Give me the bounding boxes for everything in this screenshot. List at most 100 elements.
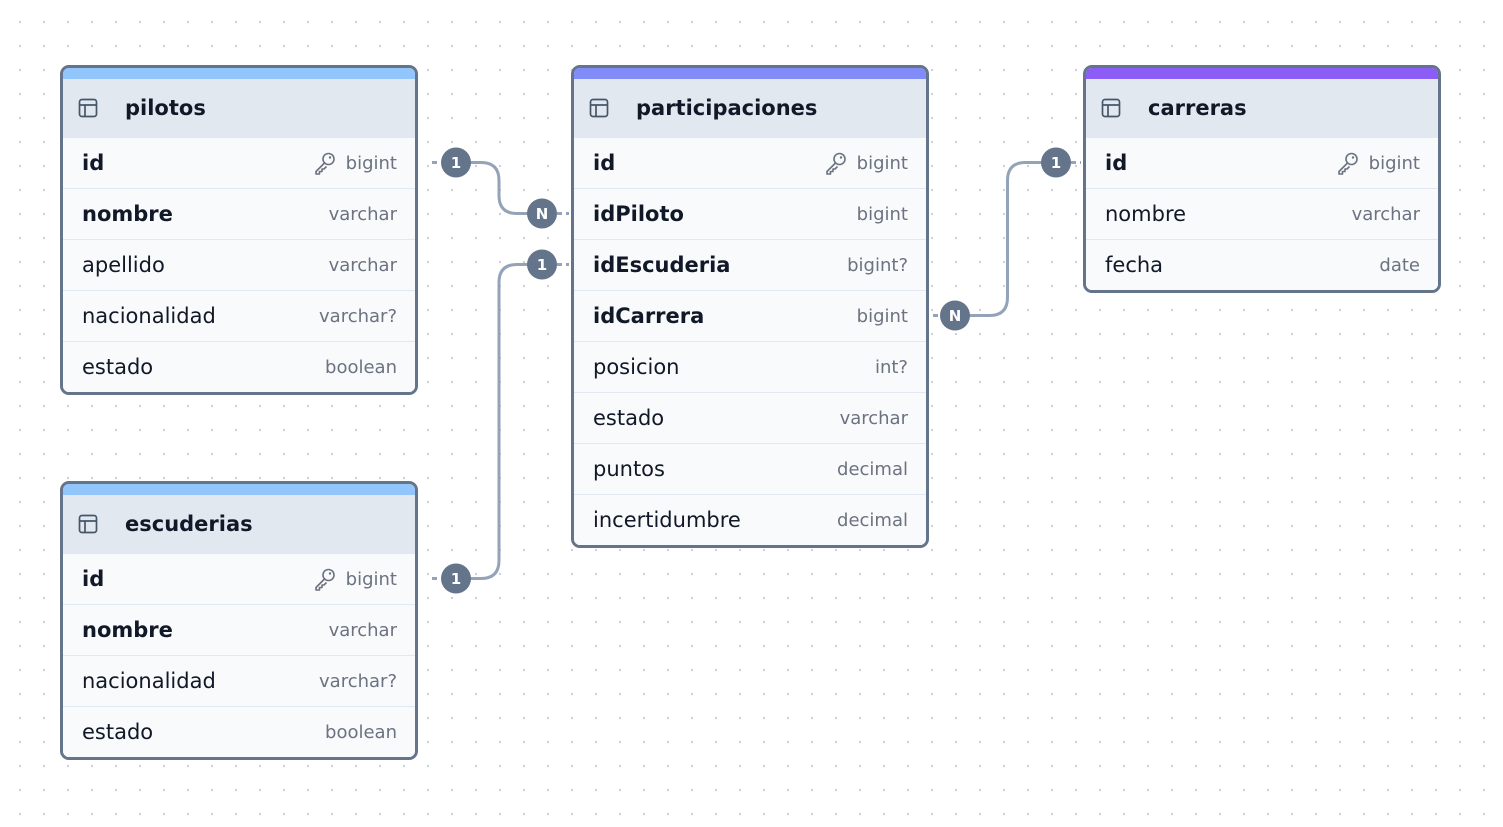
cardinality-badge-source: 1 — [441, 563, 471, 594]
column-type: decimal — [837, 458, 908, 480]
table-accent-bar — [1086, 68, 1438, 79]
column-row-estado[interactable]: estado boolean — [63, 706, 415, 757]
column-row-estado[interactable]: estado varchar — [574, 392, 926, 443]
table-header[interactable]: pilotos — [63, 79, 415, 137]
column-name: nacionalidad — [82, 669, 216, 693]
table-icon — [77, 97, 99, 119]
column-row-idEscuderia[interactable]: idEscuderia bigint? — [574, 239, 926, 290]
column-type: bigint — [345, 568, 397, 590]
column-row-estado[interactable]: estado boolean — [63, 341, 415, 392]
table-header[interactable]: escuderias — [63, 495, 415, 553]
cardinality-badge-source: 1 — [441, 147, 471, 178]
cardinality-badge-target: N — [940, 300, 970, 331]
column-row-puntos[interactable]: puntos decimal — [574, 443, 926, 494]
column-row-posicion[interactable]: posicion int? — [574, 341, 926, 392]
column-type: varchar — [839, 407, 908, 429]
column-type: boolean — [325, 356, 397, 378]
column-name: estado — [82, 355, 154, 379]
svg-text:1: 1 — [451, 154, 461, 172]
svg-text:1: 1 — [537, 256, 547, 274]
column-row-nombre[interactable]: nombre varchar — [63, 188, 415, 239]
column-row-apellido[interactable]: apellido varchar — [63, 239, 415, 290]
relation-line — [456, 263, 542, 580]
svg-text:N: N — [536, 205, 549, 223]
key-icon — [312, 150, 338, 176]
column-type: varchar — [328, 203, 397, 225]
table-icon — [77, 513, 99, 535]
table-card-participaciones[interactable]: participaciones id bigint idPiloto bigint idE… — [571, 65, 929, 548]
column-row-fecha[interactable]: fecha date — [1086, 239, 1438, 290]
column-type: bigint? — [847, 254, 908, 276]
column-type: varchar — [328, 254, 397, 276]
table-card-escuderias[interactable]: escuderias id bigint nombre varchar nacionali… — [60, 481, 418, 760]
column-row-idCarrera[interactable]: idCarrera bigint — [574, 290, 926, 341]
column-row-idPiloto[interactable]: idPiloto bigint — [574, 188, 926, 239]
cardinality-badge-source: 1 — [1041, 147, 1071, 178]
column-row-id[interactable]: id bigint — [63, 553, 415, 604]
table-accent-bar — [63, 68, 415, 79]
key-icon — [1335, 150, 1361, 176]
column-type: varchar — [328, 619, 397, 641]
column-name: estado — [593, 406, 665, 430]
column-name: nombre — [1105, 202, 1187, 226]
column-row-nacionalidad[interactable]: nacionalidad varchar? — [63, 290, 415, 341]
table-name: carreras — [1148, 96, 1247, 120]
table-header[interactable]: carreras — [1086, 79, 1438, 137]
column-row-nombre[interactable]: nombre varchar — [63, 604, 415, 655]
column-type: decimal — [837, 509, 908, 531]
column-type: bigint — [1368, 152, 1420, 174]
table-header[interactable]: participaciones — [574, 79, 926, 137]
table-card-carreras[interactable]: carreras id bigint nombre varchar fecha date — [1083, 65, 1441, 293]
column-name: posicion — [593, 355, 680, 379]
column-type: date — [1379, 254, 1420, 276]
column-name: nacionalidad — [82, 304, 216, 328]
column-row-nombre[interactable]: nombre varchar — [1086, 188, 1438, 239]
key-icon — [312, 566, 338, 592]
key-icon — [823, 150, 849, 176]
column-name: nombre — [82, 618, 173, 642]
table-icon — [588, 97, 610, 119]
relation-line — [456, 161, 542, 215]
relation-line — [955, 161, 1056, 317]
column-name: id — [1105, 151, 1128, 175]
column-type: bigint — [856, 152, 908, 174]
column-name: nombre — [82, 202, 173, 226]
cardinality-badge-target: 1 — [527, 249, 557, 280]
column-row-nacionalidad[interactable]: nacionalidad varchar? — [63, 655, 415, 706]
column-type: boolean — [325, 721, 397, 743]
column-row-incertidumbre[interactable]: incertidumbre decimal — [574, 494, 926, 545]
column-type: bigint — [345, 152, 397, 174]
svg-text:1: 1 — [451, 570, 461, 588]
column-type: bigint — [856, 305, 908, 327]
table-card-pilotos[interactable]: pilotos id bigint nombre varchar apellido varc… — [60, 65, 418, 395]
column-type: varchar? — [319, 305, 397, 327]
table-accent-bar — [63, 484, 415, 495]
svg-text:1: 1 — [1051, 154, 1061, 172]
column-type: varchar? — [319, 670, 397, 692]
column-type: varchar — [1351, 203, 1420, 225]
column-name: estado — [82, 720, 154, 744]
table-accent-bar — [574, 68, 926, 79]
table-name: participaciones — [636, 96, 818, 120]
column-row-id[interactable]: id bigint — [63, 137, 415, 188]
column-name: id — [82, 567, 105, 591]
column-name: fecha — [1105, 253, 1164, 277]
column-name: idPiloto — [593, 202, 684, 226]
column-type: bigint — [856, 203, 908, 225]
column-type: int? — [874, 356, 908, 378]
table-icon — [1100, 97, 1122, 119]
column-name: puntos — [593, 457, 665, 481]
column-row-id[interactable]: id bigint — [1086, 137, 1438, 188]
column-name: apellido — [82, 253, 165, 277]
column-name: id — [82, 151, 105, 175]
column-row-id[interactable]: id bigint — [574, 137, 926, 188]
table-name: escuderias — [125, 512, 253, 536]
column-name: id — [593, 151, 616, 175]
table-name: pilotos — [125, 96, 206, 120]
svg-text:N: N — [949, 307, 962, 325]
column-name: idEscuderia — [593, 253, 731, 277]
cardinality-badge-target: N — [527, 198, 557, 229]
column-name: idCarrera — [593, 304, 705, 328]
column-name: incertidumbre — [593, 508, 741, 532]
